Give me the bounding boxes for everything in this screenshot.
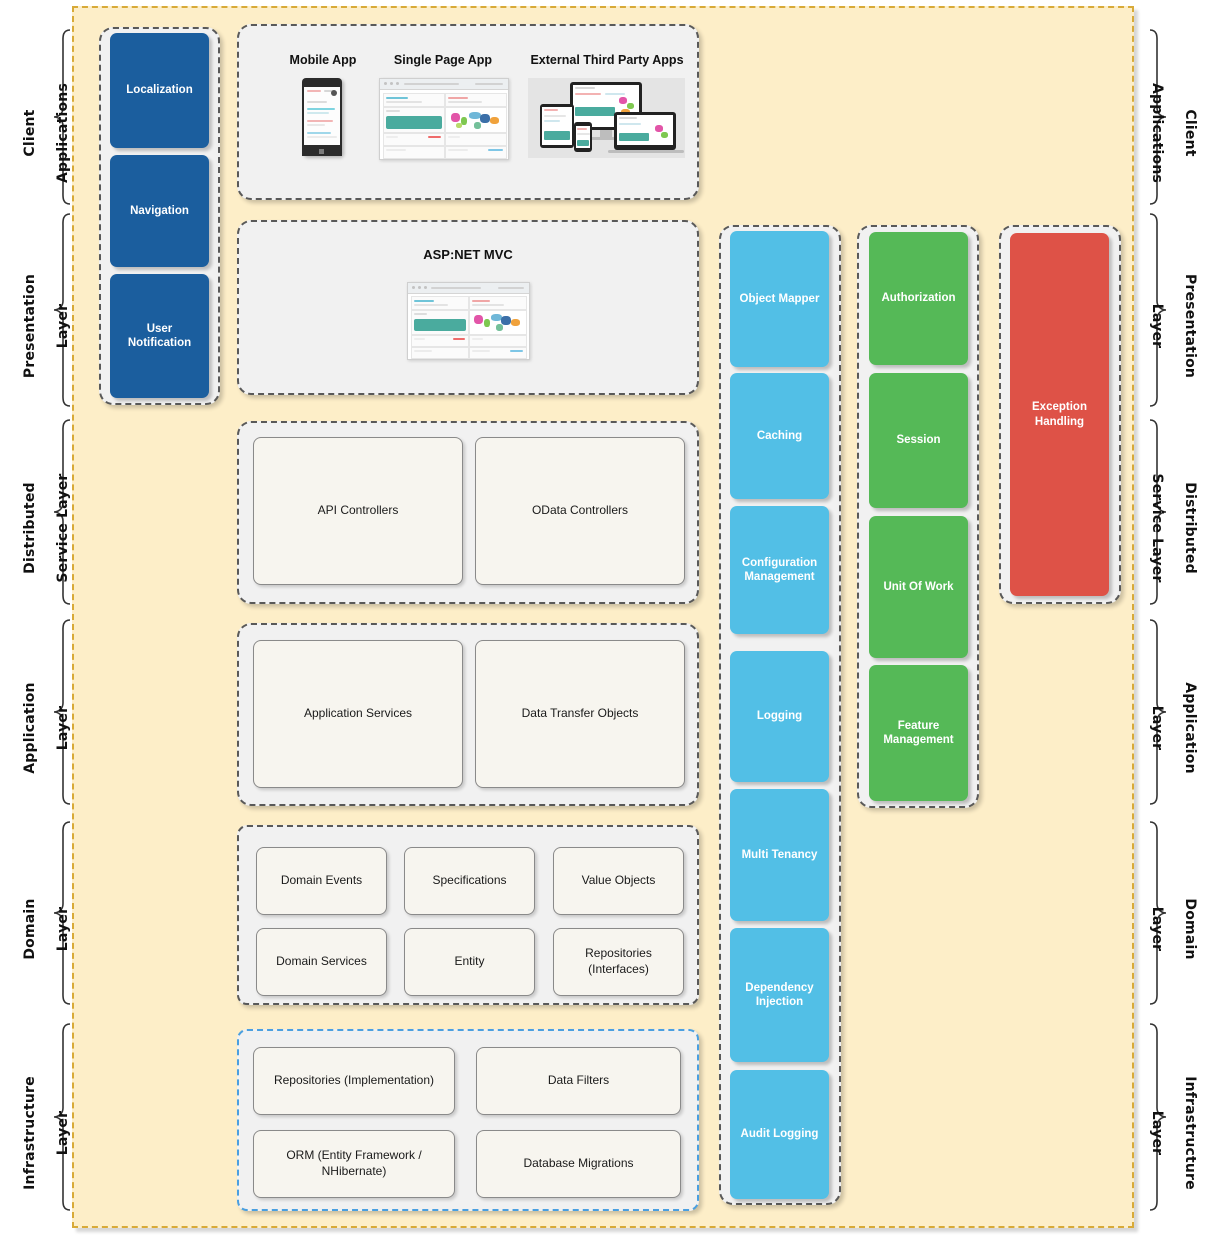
client-app-label-third-party: External Third Party Apps (530, 53, 684, 67)
brace-right-infrastructure-layer (1148, 1022, 1168, 1212)
tile-exception-handling[interactable]: Exception Handling (1010, 233, 1109, 596)
layer-label-domain-layer: Domain Layer (5, 869, 71, 989)
layer-label-right-domain-layer: Domain Layer (1149, 869, 1215, 989)
tile-audit-logging[interactable]: Audit Logging (730, 1070, 829, 1199)
box-database-migrations[interactable]: Database Migrations (476, 1130, 681, 1198)
tile-unit-of-work[interactable]: Unit Of Work (869, 516, 968, 658)
phone-screenshot-image (302, 78, 342, 156)
box-value-objects[interactable]: Value Objects (553, 847, 684, 915)
tile-feature-management[interactable]: Feature Management (869, 665, 968, 801)
label-line-1: Domain (21, 898, 38, 960)
label-line-2: Service Layer (54, 473, 71, 583)
box-odata-controllers[interactable]: OData Controllers (475, 437, 685, 585)
layer-label-right-client-applications: Client Applications (1149, 73, 1215, 193)
label-line-2: Layer (1149, 303, 1166, 349)
label-line-2: Layer (54, 906, 71, 952)
label-line-1: Client (21, 109, 38, 157)
tile-label: Configuration Management (741, 556, 818, 583)
box-data-filters[interactable]: Data Filters (476, 1047, 681, 1115)
tile-authorization[interactable]: Authorization (869, 232, 968, 365)
label-line-2: Layer (54, 705, 71, 751)
tile-label: Feature Management (883, 719, 954, 746)
layer-label-distributed-service-layer: Distributed Service Layer (5, 466, 71, 590)
box-repositories-interfaces[interactable]: Repositories (Interfaces) (553, 928, 684, 996)
tile-label: Exception Handling (1032, 401, 1087, 428)
brace-right-application-layer (1148, 618, 1168, 806)
tile-object-mapper[interactable]: Object Mapper (730, 231, 829, 367)
brace-right-distributed-service-layer (1148, 418, 1168, 606)
label-line-1: Presentation (1182, 273, 1199, 379)
tile-configuration-management[interactable]: Configuration Management (730, 506, 829, 634)
layer-label-right-distributed-service-layer: Distributed Service Layer (1149, 466, 1215, 590)
tile-dependency-injection[interactable]: Dependency Injection (730, 928, 829, 1062)
box-entity[interactable]: Entity (404, 928, 535, 996)
client-app-label-spa: Single Page App (393, 53, 493, 67)
tile-label: User Notification (127, 322, 192, 349)
label-line-2: Applications (1149, 83, 1166, 184)
brace-right-presentation-layer (1148, 212, 1168, 408)
tile-navigation[interactable]: Navigation (110, 155, 209, 267)
brace-left-client-applications (52, 28, 72, 206)
label-line-1: Infrastructure (1182, 1076, 1199, 1190)
brace-right-client-applications (1148, 28, 1168, 206)
aspnet-mvc-screenshot-image (407, 282, 530, 360)
label-line-1: Distributed (21, 482, 38, 574)
browser-dashboard-screenshot-image (379, 78, 509, 160)
layer-label-right-presentation-layer: Presentation Layer (1149, 266, 1215, 386)
label-line-2: Layer (54, 303, 71, 349)
aspnet-mvc-title: ASP:NET MVC (423, 247, 513, 262)
layer-label-infrastructure-layer: Infrastructure Layer (5, 1069, 71, 1197)
tile-multi-tenancy[interactable]: Multi Tenancy (730, 789, 829, 921)
label-line-1: Application (21, 682, 38, 774)
label-line-2: Layer (54, 1110, 71, 1156)
box-specifications[interactable]: Specifications (404, 847, 535, 915)
layer-label-client-applications: Client Applications (5, 73, 71, 193)
box-api-controllers[interactable]: API Controllers (253, 437, 463, 585)
box-label: ORM (Entity Framework / NHibernate) (286, 1148, 422, 1178)
box-orm[interactable]: ORM (Entity Framework / NHibernate) (253, 1130, 455, 1198)
box-application-services[interactable]: Application Services (253, 640, 463, 788)
box-label: Repositories (Interfaces) (585, 946, 652, 976)
label-line-2: Layer (1149, 705, 1166, 751)
brace-left-distributed-service-layer (52, 418, 72, 606)
tile-caching[interactable]: Caching (730, 373, 829, 499)
brace-right-domain-layer (1148, 820, 1168, 1006)
tile-logging[interactable]: Logging (730, 651, 829, 782)
client-app-label-mobile: Mobile App (289, 53, 357, 67)
box-repositories-implementation[interactable]: Repositories (Implementation) (253, 1047, 455, 1115)
layer-label-application-layer: Application Layer (5, 668, 71, 788)
tile-user-notification[interactable]: User Notification (110, 274, 209, 398)
layer-label-right-infrastructure-layer: Infrastructure Layer (1149, 1069, 1215, 1197)
box-data-transfer-objects[interactable]: Data Transfer Objects (475, 640, 685, 788)
label-line-2: Service Layer (1149, 473, 1166, 583)
label-line-1: Application (1182, 682, 1199, 774)
label-line-1: Presentation (21, 274, 38, 379)
brace-left-presentation-layer (52, 212, 72, 408)
label-line-1: Domain (1182, 898, 1199, 960)
multi-device-screenshot-image (528, 78, 685, 158)
tile-session[interactable]: Session (869, 373, 968, 508)
label-line-2: Layer (1149, 1110, 1166, 1156)
layer-label-presentation-layer: Presentation Layer (5, 266, 71, 386)
tile-label: Dependency Injection (745, 981, 814, 1008)
brace-left-application-layer (52, 618, 72, 806)
brace-left-infrastructure-layer (52, 1022, 72, 1212)
label-line-1: Client (1182, 109, 1199, 157)
brace-left-domain-layer (52, 820, 72, 1006)
box-domain-services[interactable]: Domain Services (256, 928, 387, 996)
tile-localization[interactable]: Localization (110, 33, 209, 148)
label-line-2: Layer (1149, 906, 1166, 952)
box-domain-events[interactable]: Domain Events (256, 847, 387, 915)
layer-label-right-application-layer: Application Layer (1149, 668, 1215, 788)
label-line-1: Infrastructure (21, 1076, 38, 1190)
label-line-2: Applications (54, 83, 71, 184)
label-line-1: Distributed (1182, 482, 1199, 574)
